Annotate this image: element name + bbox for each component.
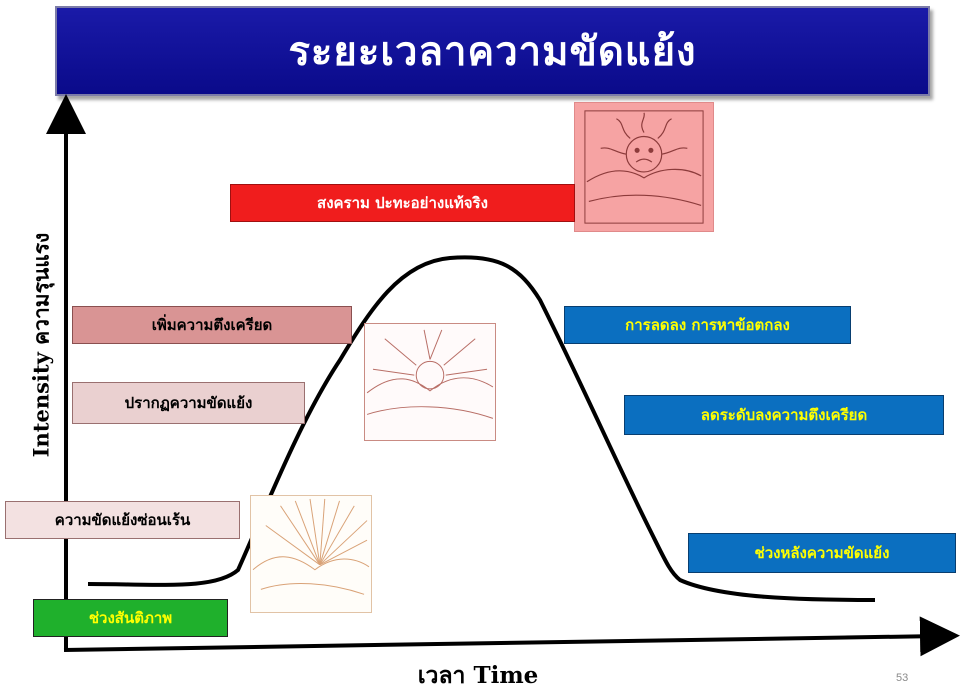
stage-settlement: การลดลง การหาข้อตกลง [564,306,851,344]
stage-latent-label: ความขัดแย้งซ่อนเร้น [54,511,191,529]
x-axis [63,616,960,657]
title-banner: ระยะเวลาความขัดแย้ง [55,6,930,96]
stage-post-conflict-label: ช่วงหลังความขัดแย้ง [754,544,890,562]
angry-sun-war-illustration [574,102,714,232]
slide-title: ระยะเวลาความขัดแย้ง [288,28,697,75]
x-axis-label: เวลา Time [417,662,539,689]
stage-de-escalation: ลดระดับลงความตึงเครียด [624,395,944,435]
conflict-intensity-curve [87,255,876,602]
page-number: 53 [896,672,909,684]
stage-escalation-label: เพิ่มความตึงเครียด [151,316,273,334]
sunrise-sketch-illustration [250,495,372,613]
stage-post-conflict: ช่วงหลังความขัดแย้ง [688,533,956,573]
stage-peace-label: ช่วงสันติภาพ [88,609,173,627]
stage-war: สงคราม ปะทะอย่างแท้จริง [230,184,575,222]
stage-settlement-label: การลดลง การหาข้อตกลง [625,316,790,334]
stage-peace: ช่วงสันติภาพ [33,599,228,637]
stage-de-escalation-label: ลดระดับลงความตึงเครียด [700,406,868,424]
stage-latent-conflict: ความขัดแย้งซ่อนเร้น [5,501,240,539]
stage-war-label: สงคราม ปะทะอย่างแท้จริง [317,194,488,212]
y-axis-label: Intensity ความรุนแรง [28,232,54,458]
stage-escalation: เพิ่มความตึงเครียด [72,306,352,344]
stage-emergence: ปรากฏความขัดแย้ง [72,382,305,424]
stage-emergence-label: ปรากฏความขัดแย้ง [124,394,253,412]
rising-sun-sketch-illustration [364,323,496,441]
